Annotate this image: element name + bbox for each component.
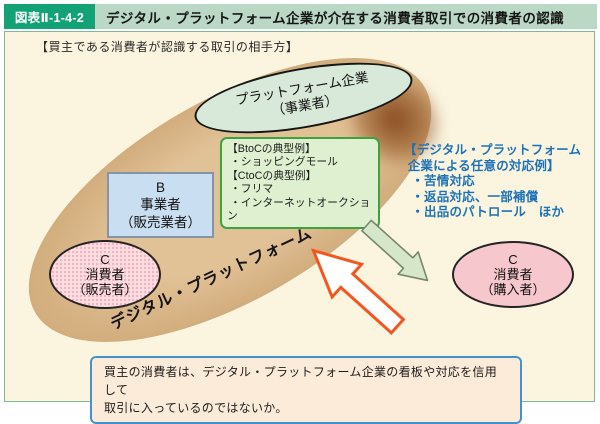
business-seller-box: B 事業者 （販売業者） [107,172,214,238]
business-seller-label: B 事業者 （販売業者） [120,179,201,230]
consumer-seller-label: C 消費者 （販売者） [72,251,138,298]
figure-header: 図表Ⅱ-1-4-2 デジタル・プラットフォーム企業が介在する消費者取引での消費者… [4,4,597,29]
figure-number-badge: 図表Ⅱ-1-4-2 [4,4,95,29]
voluntary-actions-list: 【デジタル・プラットフォーム 企業による任意の対応例】 ・苦情対応 ・返品対応、… [404,143,582,219]
arrow-down-right-icon [353,211,441,295]
arrow-up-left-icon [294,229,416,347]
consumer-buyer-label: C 消費者 （購入者） [480,251,546,298]
consumer-buyer-ellipse: C 消費者 （購入者） [452,241,574,308]
page-title: デジタル・プラットフォーム企業が介在する消費者取引での消費者の認識 [95,4,597,29]
transaction-examples-box: 【BtoCの典型例】 ・ショッピングモール 【CtoCの典型例】 ・フリマ ・イ… [220,137,380,230]
conclusion-note-box: 買主の消費者は、デジタル・プラットフォーム企業の看板や対応を信用して 取引に入っ… [90,356,522,424]
consumer-seller-ellipse: C 消費者 （販売者） [49,240,161,309]
trade-partner-caption: 【買主である消費者が認識する取引の相手方】 [36,40,299,54]
